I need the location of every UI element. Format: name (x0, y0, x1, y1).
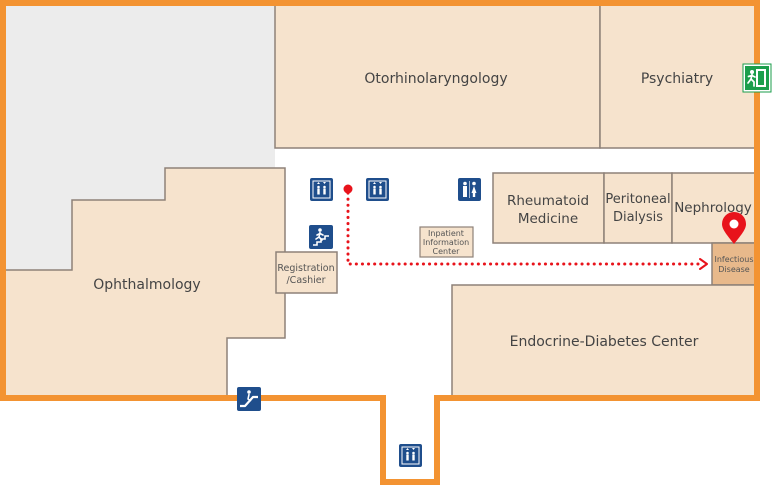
room-label: Otorhinolaryngology (364, 71, 507, 87)
room-label-line2: Medicine (518, 211, 578, 227)
desk-label-line2: /Cashier (286, 275, 325, 286)
route-start-dot (343, 184, 353, 194)
route-arrowhead (699, 258, 708, 270)
room-rheumatoid-medicine[interactable]: Rheumatoid Medicine (492, 172, 605, 244)
escalator-icon[interactable] (237, 387, 261, 411)
room-label-line2: Dialysis (613, 210, 663, 225)
location-pin-icon[interactable] (722, 212, 746, 244)
room-label-line1: Peritoneal (605, 192, 670, 207)
room-infectious-disease[interactable]: Infectious Disease (711, 242, 756, 286)
desk-label-line3: Center (433, 247, 461, 256)
restroom-icon[interactable] (458, 178, 481, 201)
desk-label-line2: Information (423, 238, 469, 247)
elevator-icon[interactable] (366, 178, 389, 201)
stairs-icon[interactable] (309, 225, 333, 249)
emergency-exit-icon[interactable] (742, 63, 772, 93)
inpatient-information-center[interactable]: Inpatient Information Center (419, 226, 474, 258)
room-otorhinolaryngology[interactable]: Otorhinolaryngology (274, 4, 601, 149)
room-label: Endocrine-Diabetes Center (510, 334, 699, 350)
elevator-icon[interactable] (310, 178, 333, 201)
registration-cashier[interactable]: Registration /Cashier (275, 251, 338, 294)
room-ophthalmology[interactable]: Ophthalmology (4, 167, 286, 398)
route-path (343, 184, 708, 270)
room-peritoneal-dialysis[interactable]: Peritoneal Dialysis (603, 172, 673, 244)
room-label-line2: Disease (718, 265, 750, 274)
room-endocrine-diabetes-center[interactable]: Endocrine-Diabetes Center (451, 284, 756, 398)
room-label: Ophthalmology (93, 277, 200, 293)
desk-label-line1: Registration (277, 263, 334, 274)
desk-label-line1: Inpatient (428, 229, 464, 238)
room-label-line1: Infectious (714, 255, 753, 264)
elevator-icon[interactable] (399, 444, 422, 467)
room-label: Psychiatry (641, 71, 713, 87)
room-label-line1: Rheumatoid (507, 193, 589, 209)
room-label: Nephrology (674, 200, 752, 216)
room-psychiatry[interactable]: Psychiatry (599, 4, 756, 149)
